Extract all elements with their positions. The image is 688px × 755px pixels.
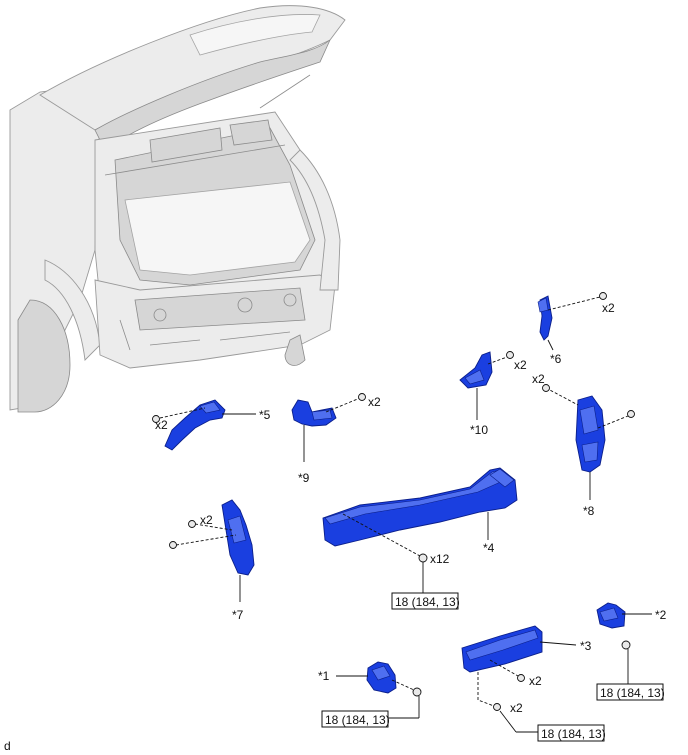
p3-torque-box	[537, 724, 605, 742]
p2-torque-spec: 18 (184, 13)	[600, 686, 665, 700]
part-6-bracket	[537, 292, 607, 341]
p4-torque-box	[391, 592, 459, 610]
part-9-label: *9	[298, 471, 310, 485]
p4-bolt-count: x12	[430, 552, 450, 566]
p3-bolt-count: x2	[510, 701, 523, 715]
vehicle-rear-illustration	[9, 5, 346, 413]
part-8-label: *8	[583, 504, 595, 518]
part-5-bracket	[152, 399, 226, 451]
part-10-label: *10	[470, 423, 488, 437]
p4-torque-spec: 18 (184, 13)	[395, 595, 460, 609]
part-1-bracket	[366, 661, 422, 697]
part-10-bracket	[459, 351, 514, 389]
part-2-label: *2	[655, 608, 667, 622]
part-1-label: *1	[318, 669, 330, 683]
p2-torque-box	[596, 683, 664, 701]
part-7-bracket	[169, 499, 255, 576]
p3-nut-count: x2	[529, 674, 542, 688]
part-2-bracket	[596, 602, 631, 650]
p6-bolt-count: x2	[602, 301, 615, 315]
p7-bolt-count: x2	[200, 513, 213, 527]
part-4-label: *4	[483, 541, 495, 555]
part-6-label: *6	[550, 352, 562, 366]
p9-bolt-count: x2	[368, 395, 381, 409]
p1-torque-box	[321, 710, 389, 728]
part-8-bracket	[542, 384, 635, 473]
p10-bolt-count: x2	[514, 358, 527, 372]
part-4-reinforcement	[322, 467, 518, 563]
part-9-bracket	[291, 393, 366, 427]
part-3-label: *3	[580, 639, 592, 653]
p3-torque-spec: 18 (184, 13)	[541, 727, 606, 741]
p8-bolt-count: x2	[532, 372, 545, 386]
p1-torque-spec: 18 (184, 13)	[325, 713, 390, 727]
part-5-label: *5	[259, 408, 271, 422]
part-3-bracket	[461, 625, 543, 711]
part-7-label: *7	[232, 608, 244, 622]
p5-bolt-count: x2	[155, 418, 168, 432]
figure-code: d	[4, 739, 11, 753]
